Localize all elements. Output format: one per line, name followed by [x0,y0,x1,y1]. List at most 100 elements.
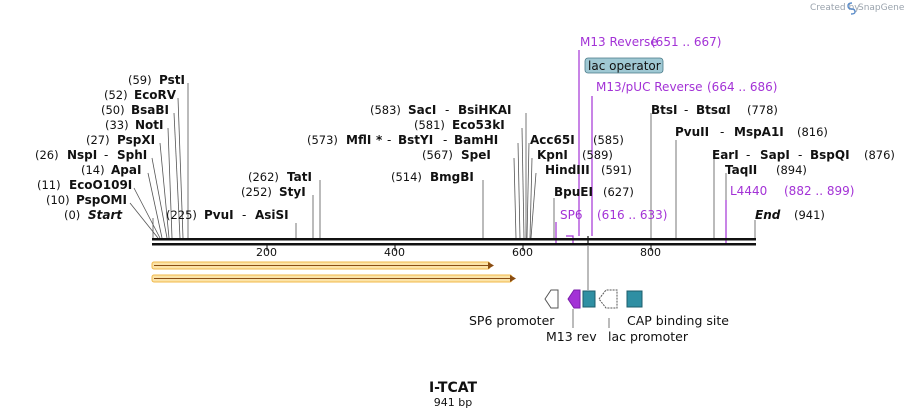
sp6-promoter-arrow-icon[interactable] [544,289,559,309]
site-pvui[interactable]: PvuI [204,208,234,222]
site-styi[interactable]: StyI [279,185,306,199]
sequence-backbone[interactable] [152,238,756,246]
lac-promoter-arrow-icon[interactable] [598,289,618,309]
m13-rev-arrow-icon[interactable] [567,289,581,309]
site-mfli-pos: (573) [307,133,338,147]
svg-text:-: - [242,208,246,222]
site-ecoo109i[interactable]: EcoO109I [69,178,132,192]
site-kpni-pos: (589) [582,148,613,162]
feature-m13-rev[interactable]: M13 rev [546,329,597,344]
site-ecorv-pos: (52) [104,88,128,102]
site-sapi[interactable]: SapI [760,148,790,162]
site-sphi[interactable]: SphI [117,148,147,162]
orf-arrow-1[interactable] [151,261,494,270]
site-end-pos: (941) [794,208,825,222]
primer-sp6-range: (616 .. 633) [597,208,667,222]
site-psti-pos: (59) [128,73,152,87]
cap-binding-site-icon[interactable] [626,290,643,308]
site-nspi-pos: (26) [35,148,59,162]
site-eari-pos: (876) [864,148,895,162]
primer-m13-puc-reverse[interactable]: M13/pUC Reverse [596,80,703,94]
site-ecorv[interactable]: EcoRV [134,88,177,102]
site-styi-pos: (252) [241,185,272,199]
svg-text:-: - [445,103,449,117]
site-spei-pos: (567) [422,148,453,162]
ruler-tick-600: 600 [512,246,533,259]
site-btsi-pos: (778) [747,103,778,117]
site-leader-lines [129,83,756,239]
primer-sp6[interactable]: SP6 [560,208,583,222]
right-site-labels: Acc65I (585) KpnI (589) HindIII (591) Bp… [530,103,895,222]
site-pspomi[interactable]: PspOMI [76,193,127,207]
credit-prefix: Created by [810,3,860,13]
site-acc65i-pos: (585) [593,133,624,147]
site-kpni[interactable]: KpnI [537,148,568,162]
svg-text:-: - [104,148,108,162]
site-hindiii[interactable]: HindIII [545,163,590,177]
lac-operator-box[interactable] [584,57,664,74]
primer-l4440[interactable]: L4440 [730,184,767,198]
site-bmgbi-pos: (514) [391,170,422,184]
site-bmgbi[interactable]: BmgBI [430,170,474,184]
site-bamhi[interactable]: BamHI [454,133,498,147]
site-end[interactable]: End [755,208,781,222]
ruler-tick-400: 400 [384,246,405,259]
site-mfli[interactable]: MflI [346,133,371,147]
site-hindiii-pos: (591) [601,163,632,177]
site-bsabi-pos: (50) [101,103,125,117]
site-asisi[interactable]: AsiSI [255,208,289,222]
site-pvuii-pos: (816) [797,125,828,139]
primer-m13-reverse[interactable]: M13 Reverse [580,35,658,49]
site-noti-pos: (33) [105,118,129,132]
svg-text:-: - [684,103,688,117]
middle-site-labels: (225) PvuI - AsiSI (252) StyI (262) TatI… [166,103,512,222]
left-site-labels: (0) Start (10) PspOMI (11) EcoO109I (14)… [35,73,185,222]
lac-operator-site-icon[interactable] [582,290,596,308]
site-taqii[interactable]: TaqII [725,163,757,177]
site-saci[interactable]: SacI [408,103,436,117]
site-psti[interactable]: PstI [159,73,185,87]
svg-text:-: - [798,148,802,162]
site-mfli-star: * [376,133,383,147]
svg-text:-: - [387,133,391,147]
site-bpuei-pos: (627) [603,185,634,199]
site-eari[interactable]: EarI [712,148,739,162]
orf-arrow-2[interactable] [151,274,516,283]
site-btsai[interactable]: BtsαI [696,103,731,117]
lac-operator-label: lac operator [588,59,661,73]
site-taqii-pos: (894) [776,163,807,177]
site-start[interactable]: Start [88,208,123,222]
site-bspqi[interactable]: BspQI [810,148,850,162]
site-btsi[interactable]: BtsI [651,103,678,117]
site-noti[interactable]: NotI [135,118,164,132]
site-saci-pos: (583) [370,103,401,117]
feature-cap-binding-site[interactable]: CAP binding site [627,313,729,328]
site-pvuii[interactable]: PvuII [675,125,709,139]
feature-lac-promoter[interactable]: lac promoter [608,329,689,344]
site-bsabi[interactable]: BsaBI [131,103,169,117]
site-pspxi[interactable]: PspXI [117,133,155,147]
ruler-tick-200: 200 [256,246,277,259]
ruler-tick-800: 800 [640,246,661,259]
site-acc65i[interactable]: Acc65I [530,133,575,147]
site-tati-pos: (262) [248,170,279,184]
site-tati[interactable]: TatI [287,170,312,184]
site-spei[interactable]: SpeI [461,148,491,162]
ruler-ticks [266,245,652,251]
svg-text:-: - [443,133,447,147]
feature-sp6-promoter[interactable]: SP6 promoter [469,313,555,328]
site-bstyi[interactable]: BstYI [398,133,433,147]
map-length: 941 bp [434,396,472,409]
primer-m13-reverse-range: (651 .. 667) [651,35,721,49]
site-bsihkai[interactable]: BsiHKAI [458,103,512,117]
snapgene-logo-icon [847,2,856,15]
site-bpuei[interactable]: BpuEI [554,185,593,199]
site-start-pos: (0) [64,208,80,222]
map-title: I-TCAT [429,380,478,396]
site-nspi[interactable]: NspI [67,148,97,162]
site-eco53ki[interactable]: Eco53kI [452,118,505,132]
site-apai[interactable]: ApaI [111,163,141,177]
site-mspa1i[interactable]: MspA1I [734,125,784,139]
